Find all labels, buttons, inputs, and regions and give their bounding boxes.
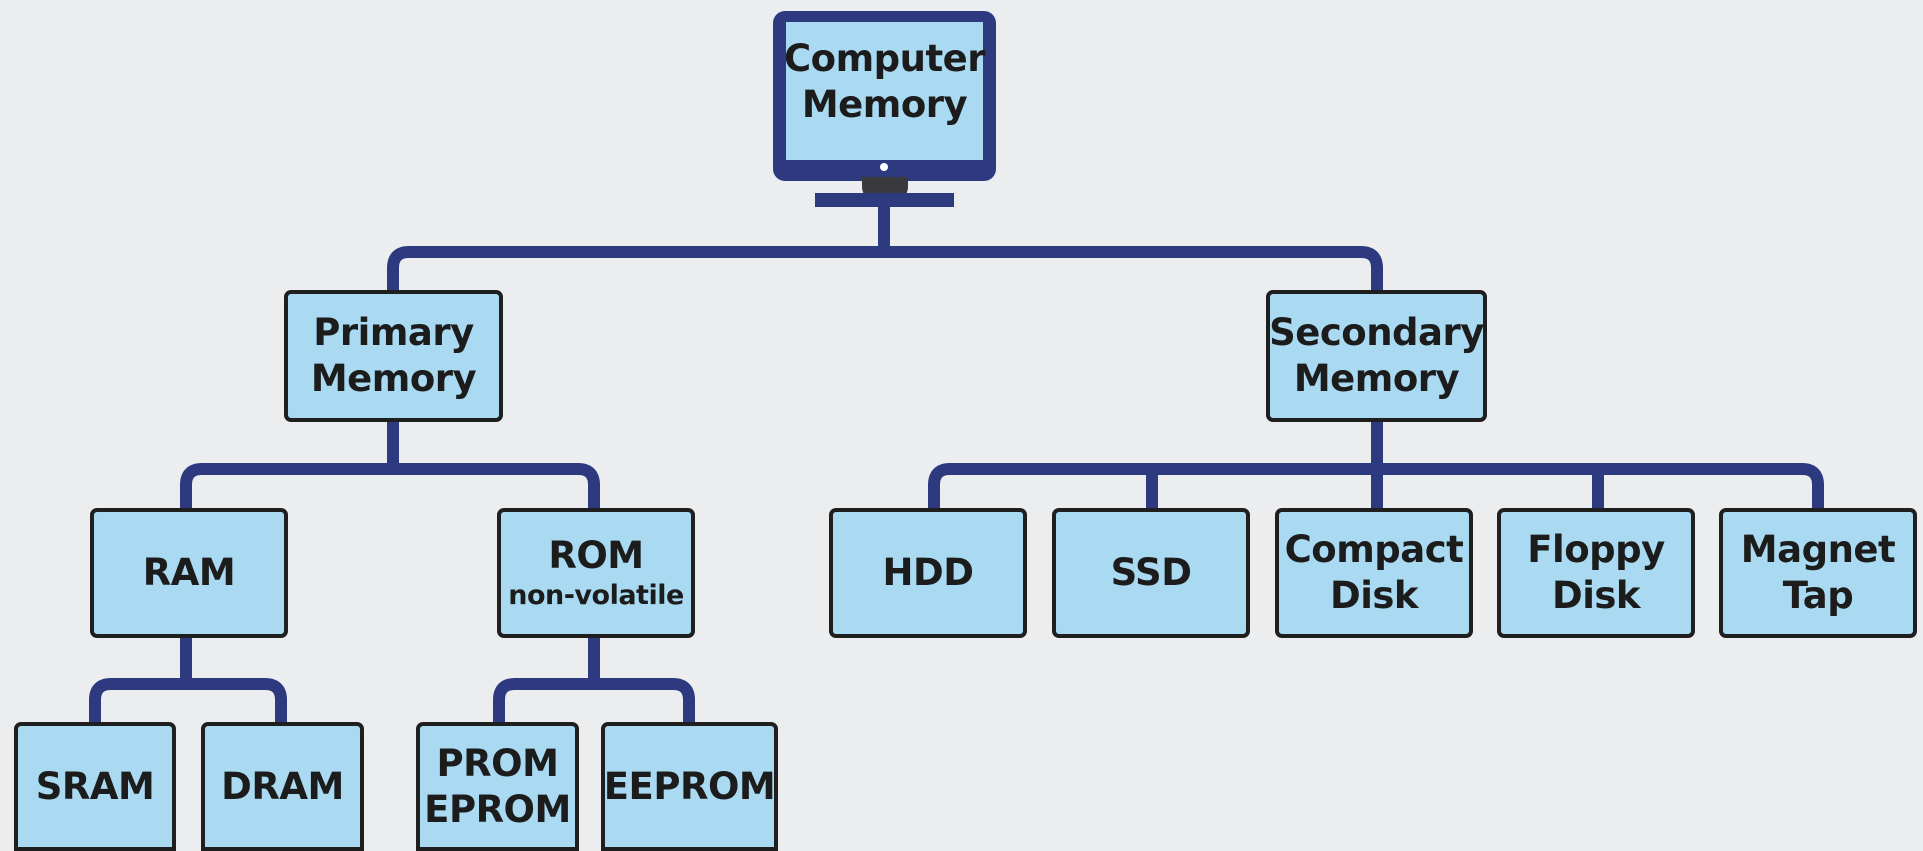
primary-label-line-1: Primary [313,311,474,354]
node-secondary-memory: Secondary Memory [1266,290,1487,422]
ram-label: RAM [142,551,236,594]
secondary-label-line-1: Secondary [1269,311,1484,354]
node-prom-eprom: PROM EPROM [416,722,579,851]
root-node-computer-memory: Computer Memory [784,22,985,160]
connector-rom-children [493,678,695,724]
node-dram: DRAM [201,722,364,851]
floppy-disk-label-line-2: Disk [1551,574,1641,617]
compact-disk-label-line-1: Compact [1284,528,1464,571]
hdd-label: HDD [882,551,974,594]
floppy-disk-label-line-1: Floppy [1527,528,1665,571]
node-magnet-tap: Magnet Tap [1719,508,1917,638]
node-eeprom: EEPROM [601,722,778,851]
node-rom: ROM non-volatile [497,508,695,638]
node-ram: RAM [90,508,288,638]
compact-disk-label-line-2: Disk [1329,574,1419,617]
primary-label-line-2: Memory [310,357,477,400]
sram-label: SRAM [35,764,155,808]
rom-label: ROM [548,534,644,577]
node-compact-disk: Compact Disk [1275,508,1473,638]
connector-ram-children [89,678,287,724]
magnet-tap-label-line-1: Magnet [1740,528,1896,571]
prom-label-line-1: PROM [436,741,559,785]
prom-label-line-2: EPROM [424,787,571,831]
eeprom-label: EEPROM [603,764,776,808]
node-sram: SRAM [14,722,176,851]
rom-sublabel: non-volatile [508,580,684,611]
root-label-line-1: Computer [784,37,985,80]
power-dot-icon [880,163,888,171]
root-label-line-2: Memory [801,83,968,126]
node-primary-memory: Primary Memory [284,290,503,422]
node-ssd: SSD [1052,508,1250,638]
connector-root-primary-secondary [387,246,1383,292]
node-floppy-disk: Floppy Disk [1497,508,1695,638]
monitor-stand-base [815,193,954,207]
ssd-label: SSD [1110,551,1192,594]
magnet-tap-label-line-2: Tap [1782,574,1854,617]
secondary-label-line-2: Memory [1293,357,1460,400]
connector-primary-children [180,463,600,510]
node-hdd: HDD [829,508,1027,638]
dram-label: DRAM [221,764,344,808]
